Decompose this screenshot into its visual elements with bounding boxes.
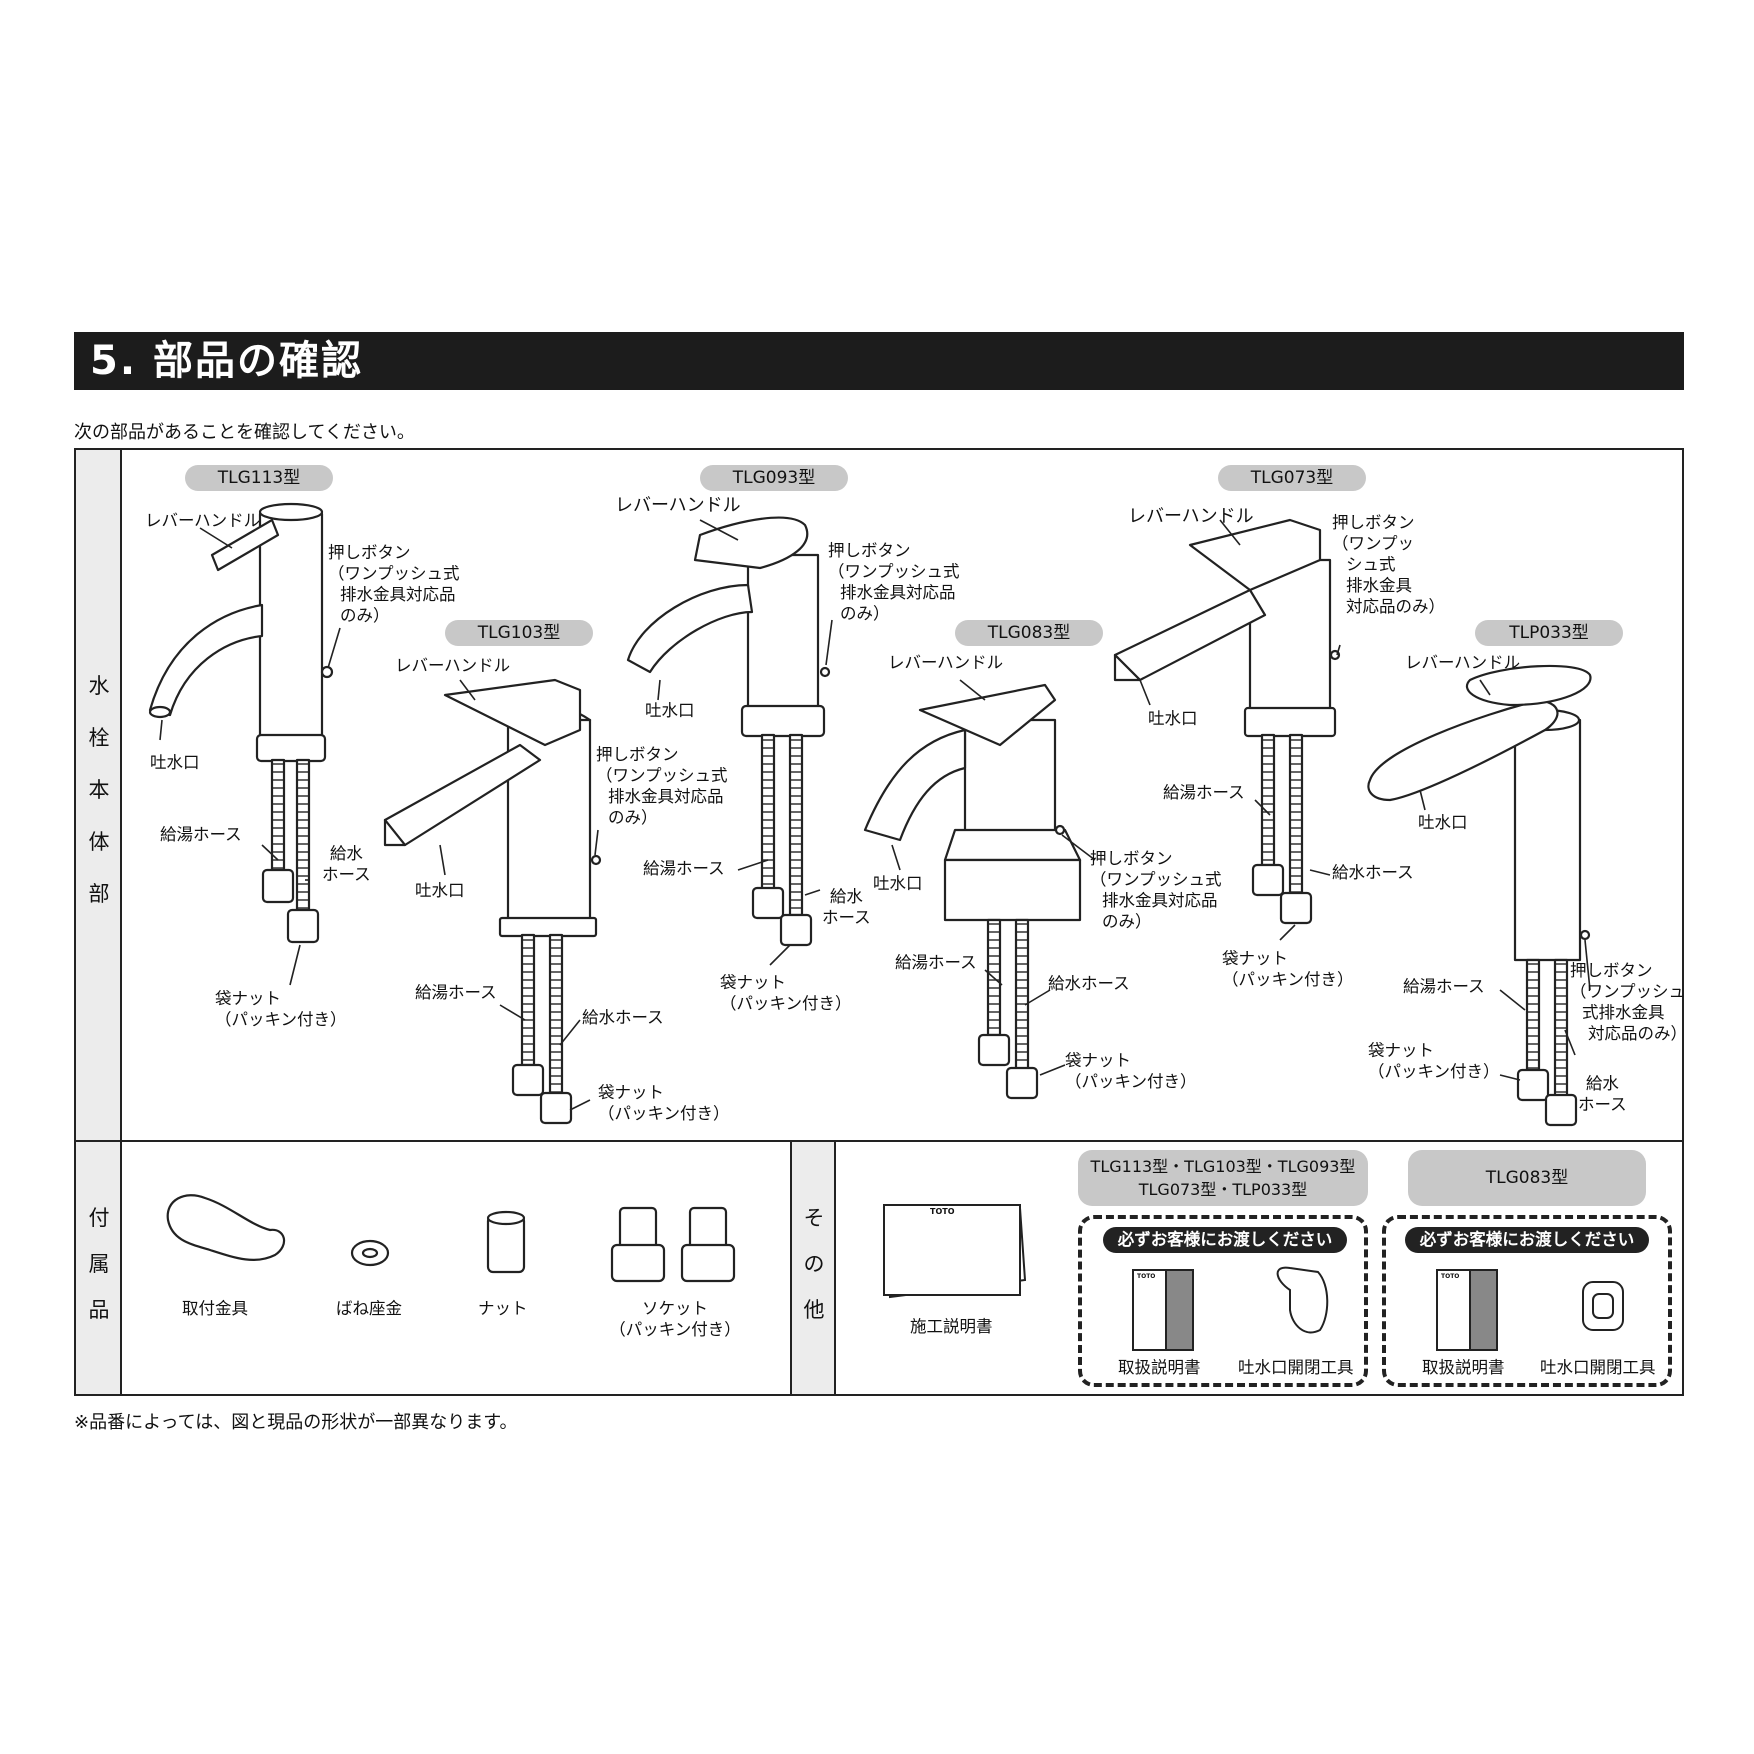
tlg113-cold-hose-label: 給水ホース: [322, 844, 371, 884]
tlg093-button-label: 押しボタン（ワンプッシュ式 排水金具対応品のみ）: [828, 541, 960, 623]
install-manual-brand: TOTO: [930, 1207, 955, 1216]
section-title-bar: [74, 332, 1684, 390]
tlp033-lever-label: レバーハンドル: [1405, 653, 1521, 672]
model-tlg113: TLG113型: [185, 465, 333, 491]
model-tlp033: TLP033型: [1475, 620, 1623, 646]
faucet-tlg073: [1113, 518, 1341, 925]
body-row-label: 水栓本体部: [88, 674, 110, 906]
other-row-label: その他: [803, 1206, 825, 1322]
socket-1-top: [618, 1206, 658, 1250]
user-manual-a-label: 取扱説明書: [1118, 1358, 1201, 1377]
tlg113-lever-label: レバーハンドル: [145, 511, 261, 530]
tlg113-spout-label: 吐水口: [150, 753, 200, 772]
tlg083-button-label: 押しボタン（ワンプッシュ式 排水金具対応品のみ）: [1090, 849, 1222, 931]
tlg073-cold-hose-label: 給水ホース: [1332, 863, 1414, 882]
tlg073-nut-label: 袋ナット（パッキン付き）: [1222, 949, 1354, 989]
acc-row-header: [76, 1142, 122, 1394]
other-illustrations: [882, 1204, 1624, 1351]
tlg083-nut-label: 袋ナット（パッキン付き）: [1065, 1051, 1197, 1091]
other-row-header: [790, 1142, 836, 1394]
tlg073-spout-label: 吐水口: [1148, 709, 1198, 728]
tlg093-lever-label: レバーハンドル: [615, 495, 741, 516]
bracket-shape: [166, 1194, 286, 1262]
parts-table: [74, 448, 1684, 1396]
handover-box-a: [1078, 1215, 1368, 1387]
tlg113-button-label: 押しボタン（ワンプッシュ式 排水金具対応品のみ）: [328, 543, 460, 625]
bracket-label: 取付金具: [182, 1299, 248, 1318]
tlg103-lever-label: レバーハンドル: [395, 656, 511, 675]
model-tlg083: TLG083型: [955, 620, 1103, 646]
faucet-tlg093: [626, 516, 831, 947]
tlg103-hot-hose-label: 給湯ホース: [415, 983, 497, 1002]
user-manual-a-spine: [1165, 1269, 1194, 1351]
tlg103-nut-label: 袋ナット（パッキン付き）: [598, 1083, 730, 1123]
handover-notice-b: 必ずお客様にお渡しください: [1405, 1227, 1649, 1253]
tlg093-nut-label: 袋ナット（パッキン付き）: [720, 973, 852, 1013]
tlg103-spout-label: 吐水口: [415, 881, 465, 900]
tlg083-hot-hose-label: 給湯ホース: [895, 953, 977, 972]
model-tlg103: TLG103型: [445, 620, 593, 646]
acc-row-label: 付属品: [88, 1206, 110, 1322]
tlg093-hot-hose-label: 給湯ホース: [643, 859, 725, 878]
user-manual-a-brand: TOTO: [1137, 1273, 1156, 1280]
spout-tool-b-hole: [1592, 1293, 1614, 1319]
tlg093-spout-label: 吐水口: [645, 701, 695, 720]
install-manual-shape: [883, 1204, 1021, 1296]
tlg093-cold-hose-label: 給水ホース: [822, 887, 871, 927]
tlg083-cold-hose-label: 給水ホース: [1048, 974, 1130, 993]
tlp033-hot-hose-label: 給湯ホース: [1403, 977, 1485, 996]
intro-text: 次の部品があることを確認してください。: [74, 422, 415, 443]
user-manual-b-label: 取扱説明書: [1422, 1358, 1505, 1377]
tlp033-nut-label: 袋ナット（パッキン付き）: [1368, 1041, 1500, 1081]
socket-1-base: [610, 1243, 666, 1283]
faucet-tlg103: [383, 678, 602, 1125]
tlp033-spout-label: 吐水口: [1418, 813, 1468, 832]
tlg113-nut-label: 袋ナット（パッキン付き）: [215, 989, 347, 1029]
tlg083-lever-label: レバーハンドル: [888, 653, 1004, 672]
faucet-tlg083: [863, 683, 1082, 1100]
group-b-models: TLG083型: [1408, 1150, 1646, 1206]
washer-label: ばね座金: [336, 1299, 402, 1318]
user-manual-b-spine: [1469, 1269, 1498, 1351]
install-manual-label: 施工説明書: [910, 1317, 993, 1336]
user-manual-b-brand: TOTO: [1441, 1273, 1460, 1280]
handover-box-b: [1382, 1215, 1672, 1387]
faucet-tlg113: [148, 502, 334, 944]
faucet-tlp033: [1367, 664, 1592, 1127]
spout-tool-a-label: 吐水口開閉工具: [1238, 1358, 1354, 1377]
socket-2-base: [680, 1243, 736, 1283]
section-title: 5. 部品の確認: [90, 338, 363, 384]
body-row-header: [76, 450, 122, 1140]
tlg073-button-label: 押しボタン（ワンプッ シュ式排水金具対応品のみ）: [1332, 513, 1445, 616]
tlg073-hot-hose-label: 給湯ホース: [1163, 783, 1245, 802]
tlg103-button-label: 押しボタン（ワンプッシュ式 排水金具対応品のみ）: [596, 745, 728, 827]
tlg103-cold-hose-label: 給水ホース: [582, 1008, 664, 1027]
washer-hole: [361, 1247, 379, 1259]
model-tlg093: TLG093型: [700, 465, 848, 491]
footnote: ※品番によっては、図と現品の形状が一部異なります。: [74, 1412, 518, 1433]
nut-label: ナット: [478, 1299, 528, 1318]
socket-label: ソケット（パッキン付き）: [609, 1299, 741, 1339]
row-divider: [76, 1140, 1682, 1142]
tlg073-lever-label: レバーハンドル: [1128, 506, 1254, 527]
nut-top: [486, 1210, 526, 1226]
tlp033-cold-hose-label: 給水ホース: [1578, 1074, 1627, 1114]
spout-tool-a: [1276, 1266, 1329, 1334]
socket-2-top: [688, 1206, 728, 1250]
handover-notice-a: 必ずお客様にお渡しください: [1103, 1227, 1347, 1253]
tlg113-hot-hose-label: 給湯ホース: [160, 825, 242, 844]
accessory-illustrations: [166, 1194, 736, 1283]
spout-tool-b-label: 吐水口開閉工具: [1540, 1358, 1656, 1377]
model-tlg073: TLG073型: [1218, 465, 1366, 491]
tlg083-spout-label: 吐水口: [873, 874, 923, 893]
tlp033-button-label: 押しボタン（ワンプッシュ 式排水金具対応品のみ）: [1570, 961, 1687, 1043]
